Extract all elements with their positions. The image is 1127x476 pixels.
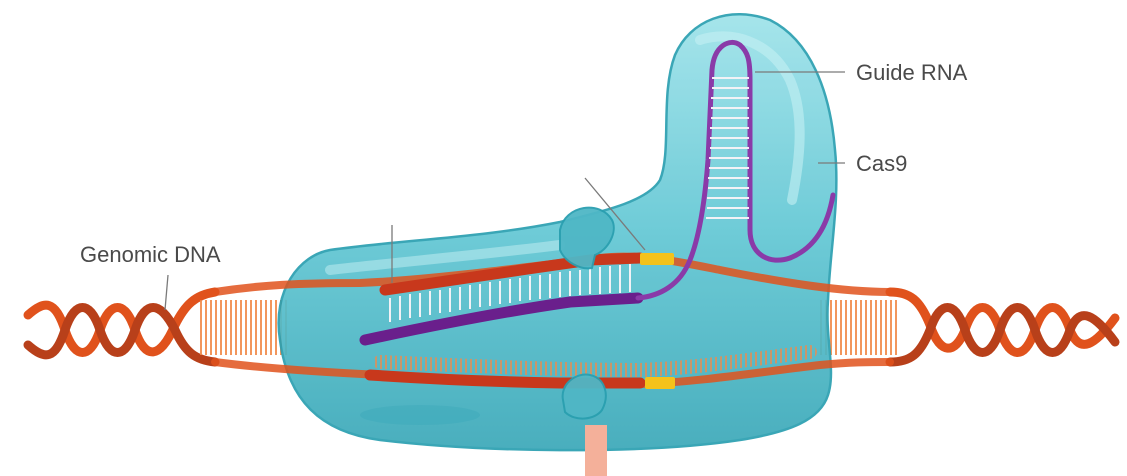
guide-rna-hairpin-rungs xyxy=(706,78,749,218)
guide-rna-label: Guide RNA xyxy=(856,60,968,85)
genomic-dna-label: Genomic DNA xyxy=(80,242,221,267)
cut-site-marker xyxy=(585,425,607,476)
dna-helix-left xyxy=(28,292,215,362)
pam-sequence-bottom xyxy=(645,377,675,389)
nuclease-lobe-bottom xyxy=(563,375,606,419)
dna-rungs-left xyxy=(200,300,290,355)
pam-sequence-top xyxy=(640,253,674,265)
cas9-label: Cas9 xyxy=(856,151,907,176)
dna-rungs-right xyxy=(820,300,900,355)
genomic-dna-pointer xyxy=(165,275,168,310)
dna-helix-right xyxy=(890,292,1115,362)
